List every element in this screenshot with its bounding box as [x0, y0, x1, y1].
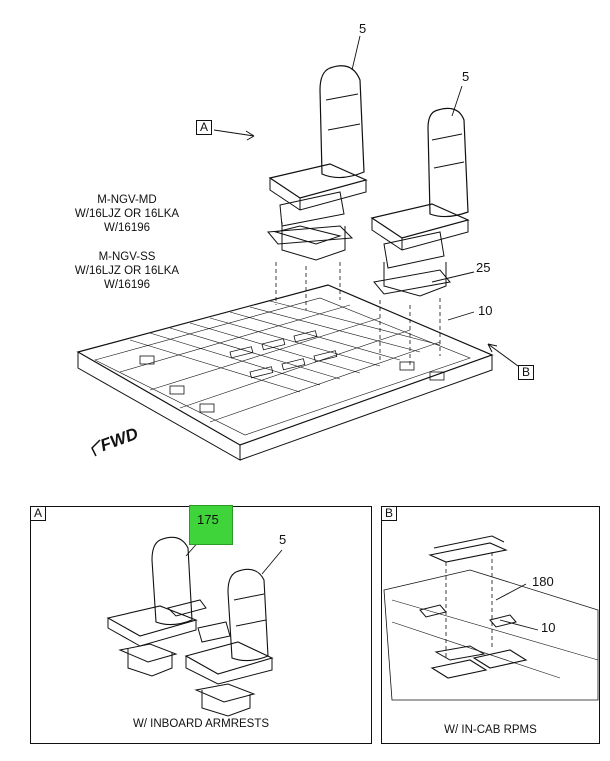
detail-a-drawing: [106, 536, 283, 717]
detail-a-caption: W/ INBOARD ARMRESTS: [132, 718, 270, 730]
callout-175[interactable]: 175: [197, 512, 219, 527]
seat-left: [267, 65, 368, 261]
callout-180: 180: [532, 574, 554, 589]
callout-seat-left: 5: [359, 21, 367, 36]
detail-a-tag: A: [30, 506, 47, 521]
view-arrow-b: [487, 343, 519, 367]
note-md-line3: W/16196: [103, 222, 151, 234]
model-note-md: M-NGV-MD W/16LJZ OR 16LKA W/16196: [62, 193, 192, 235]
model-note-ss: M-NGV-SS W/16LJZ OR 16LKA W/16196: [62, 250, 192, 292]
callout-base-plate: 25: [476, 260, 491, 275]
note-md-line2: W/16LJZ OR 16LKA: [74, 208, 180, 220]
view-ref-b[interactable]: B: [518, 365, 535, 380]
leader-lines: [351, 35, 475, 321]
fwd-arrow-icon: [91, 439, 101, 457]
callout-floor: 10: [478, 303, 493, 318]
view-ref-a[interactable]: A: [196, 120, 213, 135]
note-ss-line1: M-NGV-SS: [98, 251, 156, 263]
detail-b-panel: [381, 506, 600, 744]
detail-b-tag: B: [381, 506, 398, 521]
callout-seat-a: 5: [279, 532, 287, 547]
callout-seat-right: 5: [462, 69, 470, 84]
detail-b-caption: W/ IN-CAB RPMS: [444, 724, 537, 736]
mounting-lines: [275, 262, 441, 365]
view-arrow-a: [213, 129, 255, 141]
note-ss-line3: W/16196: [103, 279, 151, 291]
note-md-line1: M-NGV-MD: [97, 194, 157, 206]
note-ss-line2: W/16LJZ OR 16LKA: [74, 265, 180, 277]
detail-b-drawing: [383, 535, 599, 701]
floor-panel: [76, 284, 494, 461]
seat-right: [370, 107, 470, 297]
callout-floor-b: 10: [541, 620, 556, 635]
highlighted-callout-175[interactable]: [189, 505, 233, 545]
